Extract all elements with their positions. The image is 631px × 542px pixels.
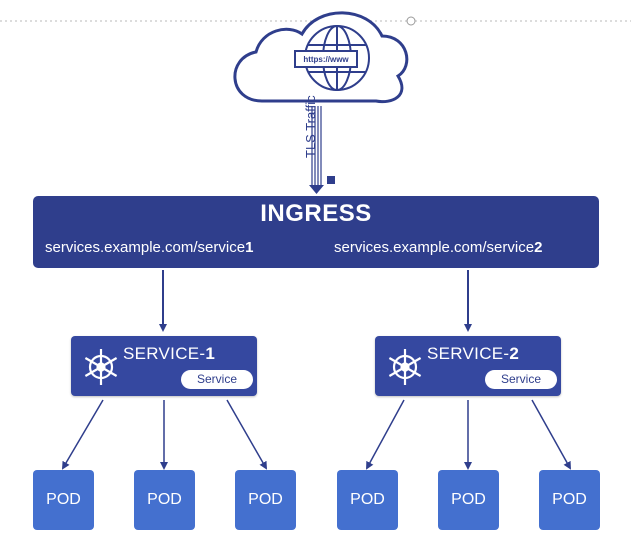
arrow-service-1-pod-1 bbox=[61, 399, 104, 470]
arrow-service-2-pod-4 bbox=[366, 399, 405, 470]
service-2-number: 2 bbox=[509, 344, 520, 363]
lock-icon bbox=[327, 176, 335, 184]
ingress-title: INGRESS bbox=[260, 200, 372, 227]
arrow-service-1-pod-3 bbox=[226, 399, 267, 470]
service-1-title: SERVICE-1 bbox=[123, 344, 215, 364]
pod-5: POD bbox=[438, 470, 499, 530]
ingress-route-2: services.example.com/service2 bbox=[334, 239, 542, 256]
tls-traffic-label: TLS Traffic bbox=[303, 95, 318, 158]
ingress-route-2-suffix: 2 bbox=[534, 239, 543, 256]
tls-traffic-arrow bbox=[311, 106, 322, 186]
ingress-box: INGRESS services.example.com/service1 se… bbox=[33, 196, 599, 268]
tls-traffic-arrowhead bbox=[309, 185, 324, 194]
pod-4: POD bbox=[337, 470, 398, 530]
ingress-route-2-path: services.example.com/service bbox=[334, 239, 535, 256]
service-2-badge: Service bbox=[485, 370, 557, 389]
pod-3: POD bbox=[235, 470, 296, 530]
service-2-title: SERVICE-2 bbox=[427, 344, 519, 364]
service-1-box: SERVICE-1 Service bbox=[71, 336, 257, 396]
service-1-badge: Service bbox=[181, 370, 253, 389]
pod-2: POD bbox=[134, 470, 195, 530]
service-1-title-text: SERVICE- bbox=[123, 344, 206, 363]
pod-6: POD bbox=[539, 470, 600, 530]
ingress-route-1: services.example.com/service1 bbox=[45, 239, 253, 256]
kubernetes-helm-icon bbox=[388, 349, 422, 385]
ingress-route-1-suffix: 1 bbox=[245, 239, 254, 256]
url-bar bbox=[294, 50, 358, 68]
service-1-number: 1 bbox=[205, 344, 216, 363]
guide-handle bbox=[406, 16, 416, 26]
service-2-box: SERVICE-2 Service bbox=[375, 336, 561, 396]
arrow-service-2-pod-6 bbox=[531, 399, 571, 470]
service-2-title-text: SERVICE- bbox=[427, 344, 510, 363]
ingress-route-1-path: services.example.com/service bbox=[45, 239, 246, 256]
cloud-url-label: https://www bbox=[303, 55, 349, 64]
pod-1: POD bbox=[33, 470, 94, 530]
kubernetes-helm-icon bbox=[84, 349, 118, 385]
